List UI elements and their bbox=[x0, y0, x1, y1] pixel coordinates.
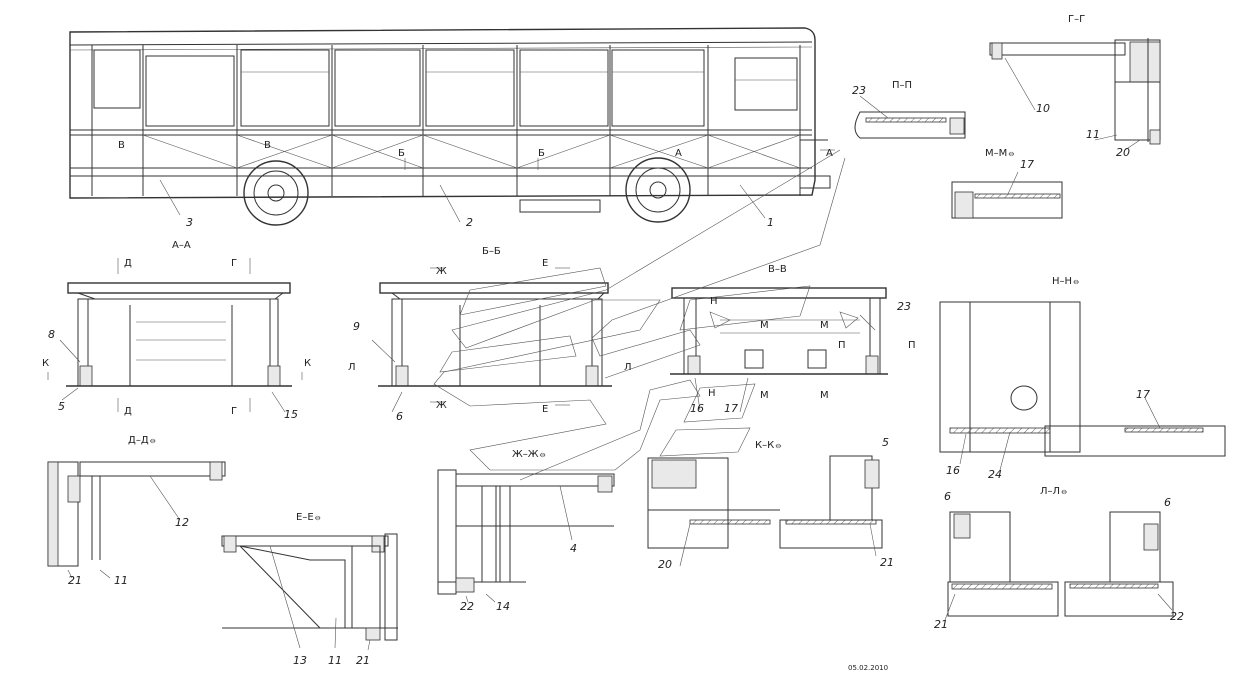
callout-8: 8 bbox=[48, 328, 55, 341]
cut-mark-v: В bbox=[118, 140, 125, 151]
cut-mark-a: А bbox=[826, 148, 833, 159]
section-mm-title: М–М⦵ bbox=[985, 148, 1016, 159]
section-ee-view bbox=[221, 533, 398, 651]
callout-9: 9 bbox=[353, 320, 360, 333]
callout-2: 2 bbox=[466, 216, 473, 229]
section-gg-view bbox=[989, 38, 1161, 151]
callout-11: 11 bbox=[114, 574, 128, 587]
section-ll-title: Л–Л⦵ bbox=[1040, 486, 1068, 497]
cut-mark-zh: Ж bbox=[436, 400, 447, 411]
section-bb-view bbox=[371, 267, 612, 413]
callout-11: 11 bbox=[328, 654, 342, 667]
callout-6: 6 bbox=[944, 490, 951, 503]
section-zhzh-view bbox=[437, 469, 615, 603]
callout-24: 24 bbox=[988, 468, 1002, 481]
cut-mark-p: П bbox=[908, 340, 916, 351]
callout-13: 13 bbox=[293, 654, 307, 667]
bus-side-view bbox=[69, 27, 835, 226]
cut-mark-k: К bbox=[42, 358, 49, 369]
callout-5: 5 bbox=[882, 436, 889, 449]
callout-3: 3 bbox=[186, 216, 193, 229]
callout-1: 1 bbox=[767, 216, 774, 229]
section-pp-title: П–П bbox=[892, 80, 912, 91]
cut-mark-p: П bbox=[838, 340, 846, 351]
callout-11: 11 bbox=[1086, 128, 1100, 141]
cut-mark-m: М bbox=[820, 320, 829, 331]
section-titles: А–А Б–Б В–В Г–Г П–П М–М⦵ Н–Н⦵ Д–Д⦵ Е–Е⦵ … bbox=[128, 14, 1085, 523]
cut-mark-a: А bbox=[675, 148, 682, 159]
cut-mark-e: Е bbox=[542, 258, 548, 269]
callout-10: 10 bbox=[1036, 102, 1050, 115]
section-ll-view bbox=[944, 511, 1174, 621]
cut-mark-v: В bbox=[264, 140, 271, 151]
callout-15: 15 bbox=[284, 408, 298, 421]
cut-mark-n: Н bbox=[708, 388, 716, 399]
section-nn-view bbox=[939, 301, 1226, 471]
cut-mark-m: М bbox=[820, 390, 829, 401]
callout-5: 5 bbox=[58, 400, 65, 413]
section-bb-title: Б–Б bbox=[482, 246, 501, 257]
callout-14: 14 bbox=[496, 600, 510, 613]
section-pp-view bbox=[854, 95, 966, 139]
section-zhzh-title: Ж–Ж⦵ bbox=[512, 449, 547, 460]
cut-mark-l: Л bbox=[624, 362, 632, 373]
callout-16: 16 bbox=[690, 402, 704, 415]
callout-16: 16 bbox=[946, 464, 960, 477]
callout-22: 22 bbox=[1170, 610, 1184, 623]
cut-mark-zh: Ж bbox=[436, 266, 447, 277]
callout-23: 23 bbox=[852, 84, 866, 97]
cut-mark-m: М bbox=[760, 320, 769, 331]
cut-mark-k: К bbox=[304, 358, 311, 369]
section-connector-lines bbox=[433, 149, 846, 481]
callout-12: 12 bbox=[175, 516, 189, 529]
section-ee-title: Е–Е⦵ bbox=[296, 512, 322, 523]
cut-mark-d: Д bbox=[124, 258, 132, 269]
section-vv-title: В–В bbox=[768, 264, 787, 275]
section-aa-title: А–А bbox=[172, 240, 191, 251]
cut-marks: А А Б Б В В Д Д Г Г К К Ж Ж Е Е Л Л Н Н … bbox=[42, 140, 916, 417]
callout-17: 17 bbox=[1136, 388, 1150, 401]
section-mm-view bbox=[951, 171, 1063, 219]
section-dd-view bbox=[47, 461, 226, 579]
callout-20: 20 bbox=[1116, 146, 1130, 159]
cut-mark-g: Г bbox=[231, 258, 237, 269]
cut-mark-m: М bbox=[760, 390, 769, 401]
cut-mark-l: Л bbox=[348, 362, 356, 373]
callout-21: 21 bbox=[356, 654, 370, 667]
callout-4: 4 bbox=[570, 542, 577, 555]
section-dd-title: Д–Д⦵ bbox=[128, 435, 157, 446]
cut-mark-b: Б bbox=[398, 148, 405, 159]
callout-numbers: 1 2 3 4 5 5 6 6 6 8 9 10 11 11 11 12 13 … bbox=[48, 84, 1184, 667]
cut-mark-d: Д bbox=[124, 406, 132, 417]
callout-17: 17 bbox=[724, 402, 738, 415]
callout-6: 6 bbox=[1164, 496, 1171, 509]
callout-22: 22 bbox=[460, 600, 474, 613]
callout-17: 17 bbox=[1020, 158, 1034, 171]
section-gg-title: Г–Г bbox=[1068, 14, 1085, 25]
cut-mark-g: Г bbox=[231, 406, 237, 417]
section-vv-view bbox=[670, 287, 888, 413]
section-kk-title: К–К⦵ bbox=[755, 440, 783, 451]
section-kk-view bbox=[647, 455, 883, 567]
callout-20: 20 bbox=[658, 558, 672, 571]
cut-mark-e: Е bbox=[542, 404, 548, 415]
callout-23: 23 bbox=[897, 300, 911, 313]
cut-mark-b: Б bbox=[538, 148, 545, 159]
section-aa-view bbox=[47, 258, 303, 413]
callout-21: 21 bbox=[68, 574, 82, 587]
callout-6: 6 bbox=[396, 410, 403, 423]
footer-date: 05.02.2010 bbox=[848, 664, 888, 672]
callout-21: 21 bbox=[934, 618, 948, 631]
cut-mark-n: Н bbox=[710, 296, 718, 307]
section-nn-title: Н–Н⦵ bbox=[1052, 276, 1080, 287]
callout-21: 21 bbox=[880, 556, 894, 569]
